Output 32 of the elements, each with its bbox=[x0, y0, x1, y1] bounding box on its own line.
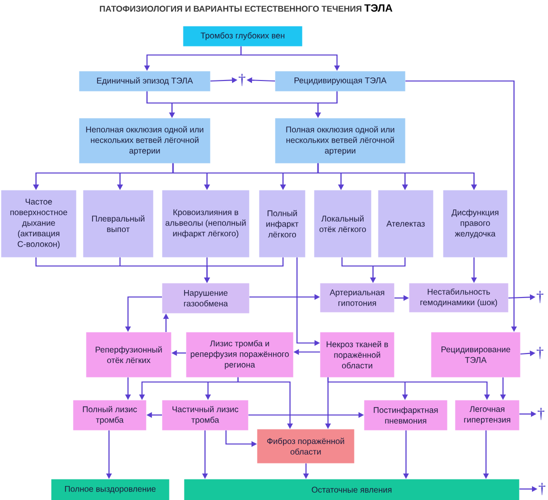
process-box: Полное выздоровление bbox=[51, 479, 170, 500]
process-box: Тромбоз глубоких вен bbox=[183, 26, 302, 46]
process-box: Частое поверхностное дыхание (активация С-волокон) bbox=[1, 190, 76, 258]
process-box: Единичный эпизод ТЭЛА bbox=[79, 71, 210, 92]
process-box: Неполная окклюзия одной или нескольких ветвей лёгочной артерии bbox=[79, 118, 210, 164]
process-box: Ателектаз bbox=[378, 190, 434, 258]
dagger-sign: † bbox=[538, 482, 546, 496]
process-box: Реперфузионный отёк лёгких bbox=[86, 332, 172, 378]
process-box: Нестабильность гемодинамики (шок) bbox=[409, 283, 508, 312]
dagger-sign: † bbox=[238, 74, 246, 86]
dagger-sign: † bbox=[536, 346, 544, 360]
process-box: Лизис тромба и реперфузия поражённого региона bbox=[186, 332, 294, 378]
process-box: Легочная гипертензия bbox=[455, 400, 520, 430]
process-box: Плевральный выпот bbox=[83, 190, 154, 258]
process-box: Фиброз поражённой области bbox=[257, 429, 354, 464]
process-box: Локальный отёк лёгкого bbox=[314, 190, 372, 258]
dagger-sign: † bbox=[536, 290, 544, 304]
process-box: Полная окклюзия одной или нескольких ветвей лёгочной артерии bbox=[275, 118, 406, 164]
process-box: Полный лизис тромба bbox=[73, 400, 146, 430]
process-box: Рецидивирующая ТЭЛА bbox=[275, 71, 406, 92]
process-box: Некроз тканей в поражённой области bbox=[320, 332, 394, 378]
process-box: Полный инфаркт лёгкого bbox=[259, 190, 306, 258]
process-box: Постинфарктная пневмония bbox=[364, 400, 448, 430]
process-box: Рецидивирование ТЭЛА bbox=[431, 332, 520, 378]
process-box: Остаточные явления bbox=[184, 479, 520, 500]
process-box: Нарушение газообмена bbox=[162, 283, 250, 314]
process-box: Артериальная гипотония bbox=[320, 283, 394, 312]
process-box: Дисфункция правого желудочка bbox=[443, 190, 508, 258]
process-box: Частичный лизис тромба bbox=[162, 400, 248, 430]
dagger-sign: † bbox=[538, 408, 544, 420]
process-box: Кровоизлияния в альвеолы (неполный инфаркт лёгкого) bbox=[162, 190, 250, 258]
title: ПАТОФИЗИОЛОГИЯ И ВАРИАНТЫ ЕСТЕСТВЕННОГО ТЕЧЕНИЯ ТЭЛА bbox=[100, 4, 392, 12]
